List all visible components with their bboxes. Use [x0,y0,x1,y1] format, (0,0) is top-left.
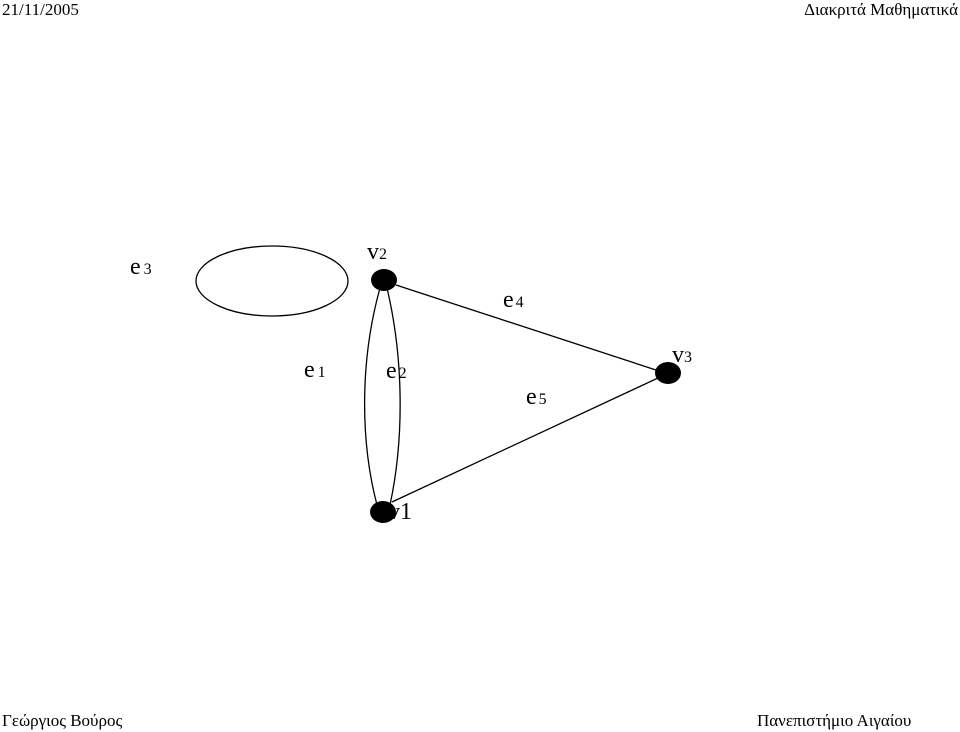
vertex-v1 [370,501,396,523]
vertex-v3 [655,362,681,384]
vertex-label-v1: v1 [388,499,412,525]
header-date: 21/11/2005 [2,0,79,19]
vertex-label-v2: v2 [367,239,387,265]
edge-e4 [395,284,657,371]
edge-e5 [391,377,659,503]
footer-author: Γεώργιος Βούρος [2,711,123,730]
vertex-v2 [371,269,397,291]
header-course-title: Διακριτά Μαθηματικά [804,0,958,19]
edge-e1 [363,287,381,506]
edge-e2 [386,287,401,506]
vertex-label-v3: v3 [672,342,692,368]
edge-e3-loop [195,245,349,317]
footer-institution: Πανεπιστήμιο Αιγαίου [757,711,912,730]
